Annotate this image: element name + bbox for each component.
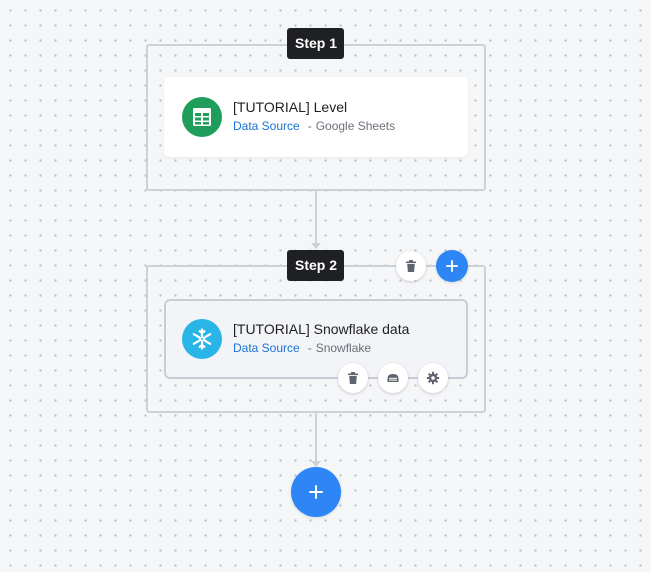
card-title: [TUTORIAL] Snowflake data — [233, 321, 410, 337]
add-in-step-button[interactable] — [436, 250, 468, 282]
card-provider: Google Sheets — [315, 119, 396, 133]
plus-icon — [309, 485, 323, 499]
card-type-link[interactable]: Data Source — [233, 341, 300, 355]
connector-line — [315, 191, 317, 243]
card-title: [TUTORIAL] Level — [233, 99, 348, 115]
connector-arrow-icon — [311, 461, 321, 467]
card-subtitle: Data Source-Google Sheets — [233, 119, 395, 133]
trash-icon — [348, 372, 358, 384]
plus-icon — [446, 260, 458, 272]
step-2-label: Step 2 — [287, 250, 344, 281]
delete-step-button[interactable] — [396, 251, 426, 281]
trash-icon — [406, 260, 416, 272]
step-1-label: Step 1 — [287, 28, 344, 59]
settings-button[interactable] — [418, 363, 448, 393]
connector-line — [315, 413, 317, 463]
step-2-card-snowflake[interactable]: [TUTORIAL] Snowflake data Data Source-Sn… — [164, 299, 468, 379]
delete-card-button[interactable] — [338, 363, 368, 393]
card-separator: - — [307, 341, 312, 355]
card-type-link[interactable]: Data Source — [233, 119, 300, 133]
storage-icon — [387, 374, 399, 382]
add-step-button[interactable] — [291, 467, 341, 517]
google-sheets-icon — [182, 97, 222, 137]
step-1-card-google-sheets[interactable]: [TUTORIAL] Level Data Source-Google Shee… — [164, 77, 468, 157]
gear-icon — [426, 371, 440, 385]
snowflake-icon — [182, 319, 222, 359]
storage-button[interactable] — [378, 363, 408, 393]
card-separator: - — [307, 119, 312, 133]
card-provider: Snowflake — [315, 341, 372, 355]
card-subtitle: Data Source-Snowflake — [233, 341, 371, 355]
connector-arrow-icon — [311, 243, 321, 249]
